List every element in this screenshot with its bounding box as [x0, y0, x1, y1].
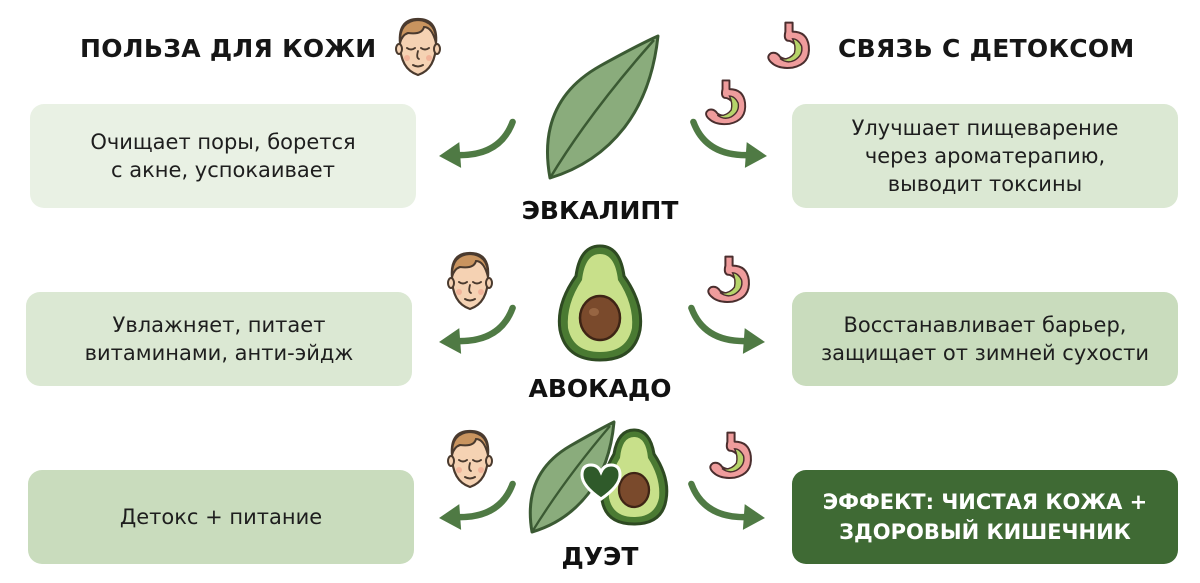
leaf-icon [546, 34, 660, 180]
card-avocado-skin: Увлажняет, питает витаминами, анти-эйдж [26, 292, 412, 386]
arrow-icon [684, 478, 776, 534]
card-text: Улучшает пищеварение через ароматерапию,… [851, 116, 1119, 196]
card-text: Восстанавливает барьер, защищает от зимн… [820, 313, 1149, 365]
avocado-icon [557, 244, 643, 362]
card-text: ЭФФЕКТ: ЧИСТАЯ КОЖА + ЗДОРОВЫЙ КИШЕЧНИК [822, 490, 1148, 544]
heart-icon [580, 463, 622, 501]
arrow-icon [428, 302, 520, 358]
card-eucalyptus-detox: Улучшает пищеварение через ароматерапию,… [792, 104, 1178, 208]
header-detox-link: СВЯЗЬ С ДЕТОКСОМ [838, 34, 1135, 63]
card-eucalyptus-skin: Очищает поры, борется с акне, успокаивае… [30, 104, 416, 208]
label-avocado: АВОКАДО [528, 374, 672, 403]
avocado-icon [600, 428, 669, 526]
header-skin-benefits: ПОЛЬЗА ДЛЯ КОЖИ [80, 34, 377, 63]
stomach-icon [700, 76, 752, 130]
stomach-icon [702, 252, 756, 308]
card-avocado-detox: Восстанавливает барьер, защищает от зимн… [792, 292, 1178, 386]
leaf-icon [528, 420, 616, 534]
stomach-icon [762, 18, 816, 74]
card-text: Очищает поры, борется с акне, успокаивае… [90, 130, 356, 182]
card-text: Детокс + питание [119, 505, 323, 529]
arrow-icon [428, 116, 520, 172]
card-duet-effect: ЭФФЕКТ: ЧИСТАЯ КОЖА + ЗДОРОВЫЙ КИШЕЧНИК [792, 470, 1178, 564]
label-duet: ДУЭТ [561, 542, 639, 571]
card-text: Увлажняет, питает витаминами, анти-эйдж [84, 313, 354, 365]
arrow-icon [428, 478, 520, 534]
arrow-icon [684, 302, 776, 358]
card-duet-skin: Детокс + питание [28, 470, 414, 564]
face-icon [388, 12, 448, 84]
label-eucalyptus: ЭВКАЛИПТ [521, 196, 679, 225]
stomach-icon [704, 428, 758, 484]
